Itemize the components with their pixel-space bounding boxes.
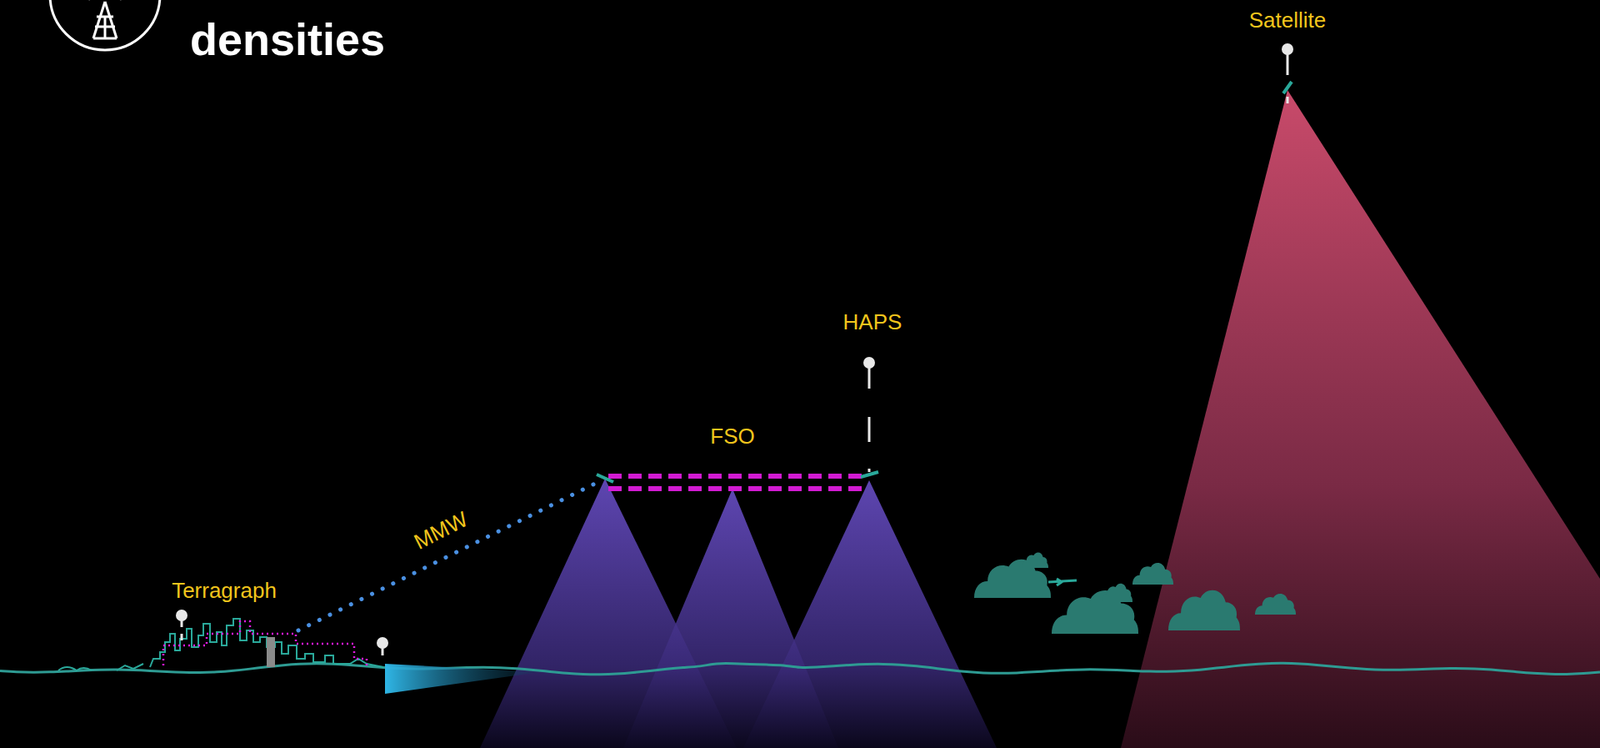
terrain — [58, 663, 144, 670]
location-pin — [175, 43, 1294, 655]
coverage-cone — [385, 663, 540, 694]
antenna-icon — [50, 0, 160, 50]
label: HAPS — [843, 310, 903, 333]
city-skyline — [150, 618, 384, 667]
label: Terragraph — [171, 579, 277, 601]
mmw-link — [298, 480, 602, 630]
fso-link — [608, 475, 867, 489]
building — [266, 636, 275, 667]
ground-line — [0, 662, 1600, 675]
title: densities — [190, 16, 385, 62]
haps-beam — [480, 478, 737, 748]
satellite-beam — [1120, 90, 1600, 748]
label: FSO — [710, 425, 755, 447]
clouds — [974, 551, 1296, 634]
label: Satellite — [1249, 9, 1327, 31]
airplane — [1048, 578, 1077, 585]
terragraph-mesh — [163, 620, 367, 665]
platform — [596, 81, 1292, 482]
label: MMW — [410, 507, 471, 553]
haps-beam — [743, 480, 997, 748]
